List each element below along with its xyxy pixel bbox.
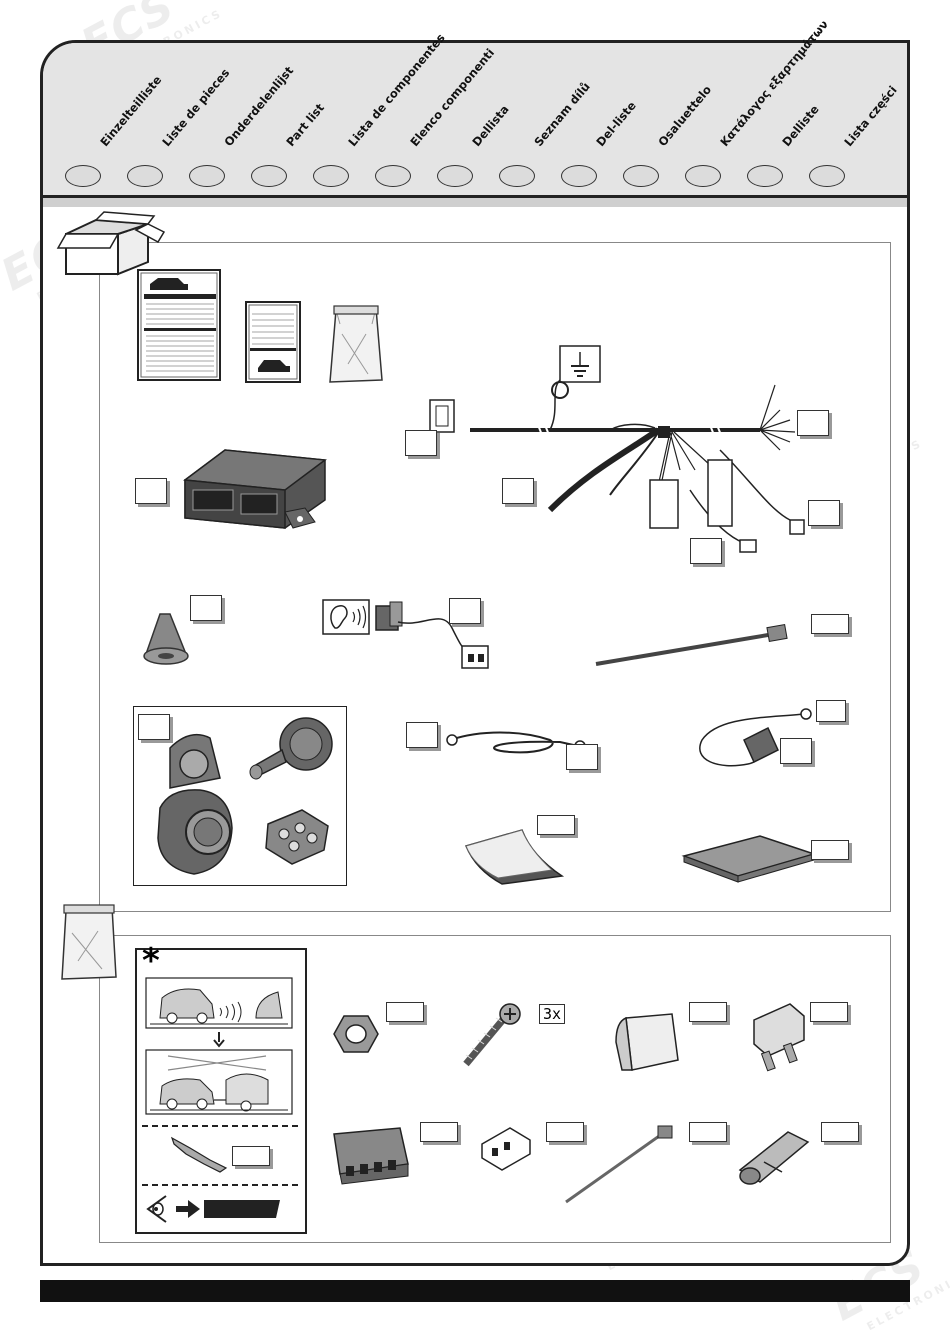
trailer-socket-image bbox=[157, 733, 233, 875]
language-checkbox[interactable] bbox=[499, 165, 535, 187]
part-number-box bbox=[780, 738, 812, 764]
wiring-diagram-icon bbox=[245, 301, 301, 383]
box-icon bbox=[56, 211, 166, 276]
language-checkbox[interactable] bbox=[65, 165, 101, 187]
eye-icon bbox=[146, 1195, 167, 1223]
part-number-box bbox=[232, 1146, 270, 1166]
trailer-disabled-scene bbox=[145, 1049, 293, 1115]
part-number-box bbox=[405, 430, 437, 456]
dark-label-icon bbox=[204, 1200, 280, 1218]
lang-label: Delliste bbox=[779, 102, 822, 149]
part-number-box bbox=[811, 840, 849, 860]
nut-image bbox=[333, 1015, 379, 1053]
language-checkbox[interactable] bbox=[437, 165, 473, 187]
two-pin-connector-image bbox=[481, 1127, 531, 1171]
lang-label: Κατάλογος εξαρτημάτων bbox=[717, 17, 831, 149]
buzzer-image bbox=[375, 601, 489, 669]
lang-label: Einzelteilliste bbox=[97, 72, 165, 149]
lang-label: Lista części bbox=[841, 83, 900, 149]
lang-label: Dellista bbox=[469, 102, 512, 149]
lang-label: Part list bbox=[283, 100, 327, 149]
connector-housing-image bbox=[333, 1127, 409, 1185]
language-checkbox[interactable] bbox=[375, 165, 411, 187]
language-checkbox[interactable] bbox=[685, 165, 721, 187]
part-number-box bbox=[502, 478, 534, 504]
socket-cover-image bbox=[249, 717, 333, 780]
part-number-box bbox=[821, 1122, 859, 1142]
butt-connector-image bbox=[738, 1131, 810, 1185]
part-number-box bbox=[689, 1122, 727, 1142]
part-number-box bbox=[689, 1002, 727, 1022]
part-number-box bbox=[811, 614, 849, 634]
bag-icon bbox=[61, 904, 117, 980]
header-band bbox=[43, 198, 907, 207]
lang-label: Del-liste bbox=[593, 98, 639, 149]
language-header: Einzelteilliste Liste de pieces Onderdel… bbox=[43, 17, 907, 198]
plastic-bag-icon bbox=[329, 305, 383, 383]
blade-fuse-image bbox=[753, 1003, 805, 1072]
language-checkbox[interactable] bbox=[623, 165, 659, 187]
arrow-down-icon bbox=[213, 1032, 225, 1048]
language-checkbox[interactable] bbox=[189, 165, 225, 187]
socket-insert-image bbox=[265, 809, 329, 865]
part-number-box bbox=[406, 722, 438, 748]
language-checkbox[interactable] bbox=[561, 165, 597, 187]
arrow-right-icon bbox=[176, 1200, 200, 1218]
control-module-image bbox=[183, 449, 327, 529]
cap-image bbox=[615, 1013, 679, 1071]
crimp-terminal-image bbox=[170, 1136, 228, 1173]
part-number-box bbox=[420, 1122, 458, 1142]
language-checkbox[interactable] bbox=[313, 165, 349, 187]
footer-bar bbox=[40, 1280, 910, 1302]
part-number-box bbox=[810, 1002, 848, 1022]
lang-label: Liste de pieces bbox=[159, 65, 233, 149]
instruction-manual-icon bbox=[137, 269, 221, 381]
parking-sensor-scene bbox=[145, 977, 293, 1029]
screw-image bbox=[463, 1003, 521, 1067]
part-number-box bbox=[386, 1002, 424, 1022]
screw-quantity: 3x bbox=[539, 1004, 566, 1024]
language-checkbox[interactable] bbox=[747, 165, 783, 187]
lang-label: Seznam dílů bbox=[531, 79, 593, 149]
dashed-divider bbox=[142, 1125, 298, 1127]
language-checkbox[interactable] bbox=[251, 165, 287, 187]
wiring-harness-image bbox=[429, 379, 805, 553]
lang-label: Osaluettelo bbox=[655, 82, 715, 149]
part-number-box bbox=[566, 744, 598, 770]
language-checkbox[interactable] bbox=[127, 165, 163, 187]
small-cable-tie-image bbox=[565, 1125, 673, 1204]
cable-tie-image bbox=[595, 623, 788, 666]
adhesive-pad-image bbox=[464, 829, 565, 885]
insulation-pad-image bbox=[681, 835, 817, 883]
ear-icon bbox=[322, 599, 370, 635]
part-number-box bbox=[138, 714, 170, 740]
part-number-box bbox=[449, 598, 481, 624]
part-number-box bbox=[546, 1122, 584, 1142]
dashed-divider bbox=[142, 1184, 298, 1186]
part-number-box bbox=[690, 538, 722, 564]
part-number-box bbox=[135, 478, 167, 504]
part-number-box bbox=[797, 410, 829, 436]
part-number-box bbox=[816, 700, 846, 722]
fuse-holder-image bbox=[699, 708, 812, 767]
language-checkbox[interactable] bbox=[809, 165, 845, 187]
asterisk-label: * bbox=[142, 941, 160, 981]
part-number-box bbox=[537, 815, 575, 835]
part-number-box bbox=[190, 595, 222, 621]
grommet-image bbox=[143, 613, 189, 665]
ground-icon bbox=[559, 345, 601, 383]
part-number-box bbox=[808, 500, 840, 526]
